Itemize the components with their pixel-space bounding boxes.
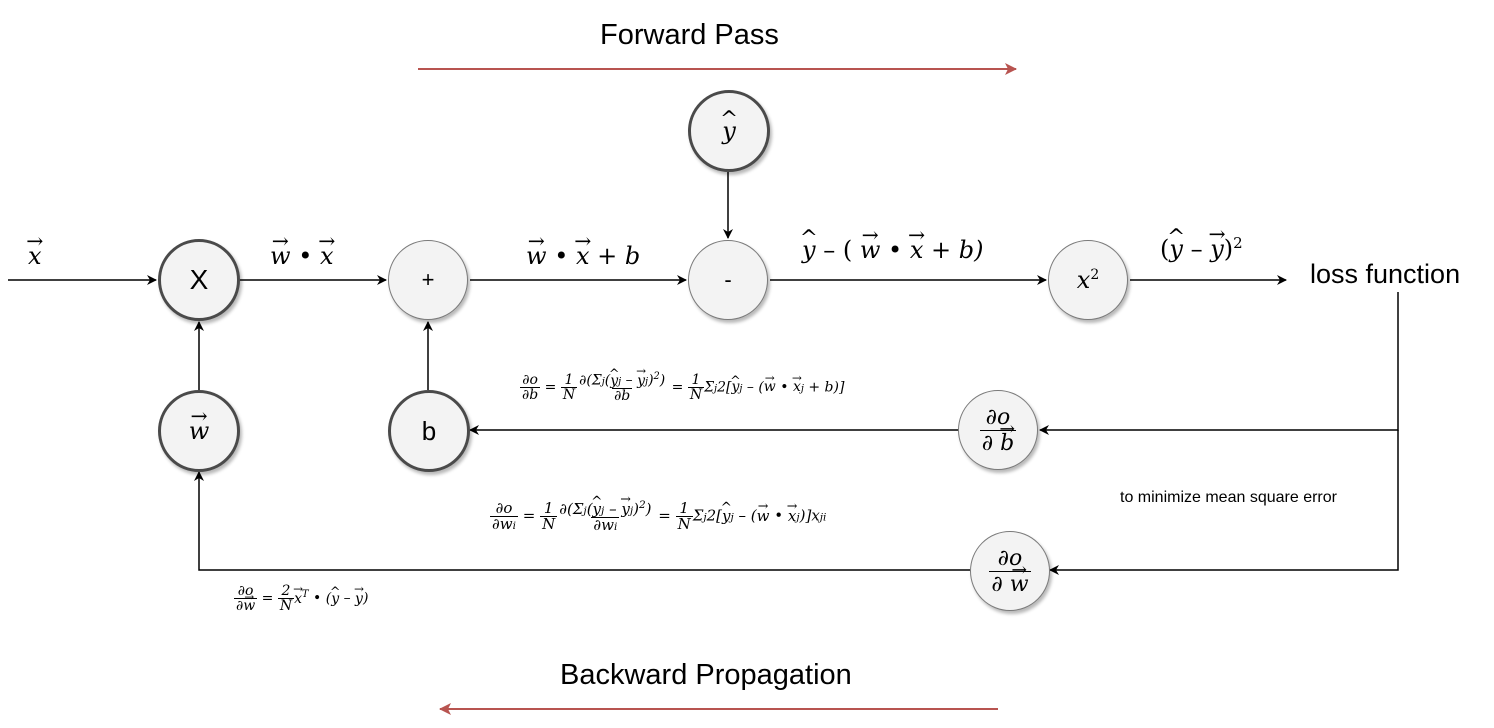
eq-v-lhs: ∂o∂w [234, 584, 258, 613]
res-x: x [910, 238, 924, 262]
backward-propagation-title: Backward Propagation [560, 659, 852, 691]
add-node: + [388, 240, 468, 320]
weight-symbol: w [189, 417, 210, 445]
grad-b-partial: ∂ [981, 430, 994, 456]
bias-symbol: b [421, 415, 437, 446]
squared-error-label: (y – y)2 [1160, 234, 1243, 263]
linear-output-label: w • x + b [526, 244, 640, 268]
grad-b-denominator: ∂ b [979, 429, 1017, 456]
y-hat-node: y [688, 90, 770, 172]
sq-close: ) [1223, 235, 1234, 263]
residual-label: y – ( w • x + b) [802, 238, 983, 262]
bias-node: b [388, 390, 470, 472]
grad-b-fraction: ∂o ∂ b [979, 405, 1017, 456]
y-hat-symbol: y [722, 117, 736, 145]
input-x-label: x [28, 244, 42, 268]
grad-w-node: ∂o ∂ w [970, 531, 1050, 611]
square-exponent: 2 [1090, 267, 1100, 283]
sq-exp: 2 [1233, 234, 1243, 252]
weight-gradient-equation: ∂o∂wi = 1N∂(Σj(yj – yj)2)∂wi = 1NΣj2[yj … [490, 500, 826, 533]
mse-note: to minimize mean square error [1120, 489, 1337, 506]
loss-function-label: loss function [1310, 259, 1461, 289]
input-x: x [28, 244, 42, 268]
eq-b-mid: ∂(Σj(yj – yj)2)∂b [577, 372, 667, 403]
eq-b-lhs: ∂o∂b [520, 371, 541, 403]
eq-w-lhs: ∂o∂wi [490, 499, 518, 533]
square-node: x2 [1048, 240, 1128, 320]
lin-dot: • [554, 242, 569, 270]
lin-x: x [576, 244, 590, 268]
square-symbol: x2 [1077, 266, 1099, 294]
dot-x: x [320, 244, 334, 268]
grad-b-var: b [1000, 431, 1014, 456]
grad-w-partial: ∂ [991, 571, 1003, 597]
res-close: + b) [931, 236, 984, 264]
res-dot: • [888, 236, 903, 264]
grad-w-denominator: ∂ w [989, 570, 1031, 597]
res-w: w [860, 238, 881, 262]
grad-w-var: w [1010, 572, 1029, 597]
dot-product-label: w • x [270, 244, 334, 268]
sq-y-hat: y [1169, 237, 1183, 261]
subtract-node: - [688, 240, 768, 320]
weight-node: w [158, 390, 240, 472]
edge-grad-w-to-w [194, 471, 970, 571]
square-base: x [1076, 266, 1091, 294]
res-minus: – ( [823, 236, 853, 264]
vector-gradient-equation: ∂o∂w = 2NxT • (y – y) [234, 584, 368, 613]
lin-plus-b: + b [597, 242, 641, 270]
forward-pass-title: Forward Pass [600, 19, 779, 51]
grad-b-node: ∂o ∂ b [958, 390, 1038, 470]
grad-w-fraction: ∂o ∂ w [989, 546, 1031, 597]
eq-w-mid: ∂(Σj(yj – yj)2)∂wi [557, 500, 653, 533]
dot-op: • [298, 242, 313, 270]
edge-loss-to-grad-w [1049, 430, 1399, 575]
dot-w: w [270, 244, 291, 268]
multiply-node: X [158, 239, 240, 321]
lin-w: w [526, 244, 547, 268]
sq-y: y [1210, 237, 1224, 261]
sq-minus: – [1190, 235, 1203, 263]
subtract-symbol: - [724, 267, 732, 292]
res-y-hat: y [802, 238, 816, 262]
sq-open: ( [1160, 235, 1170, 263]
add-symbol: + [421, 267, 435, 292]
multiply-symbol: X [189, 264, 209, 295]
